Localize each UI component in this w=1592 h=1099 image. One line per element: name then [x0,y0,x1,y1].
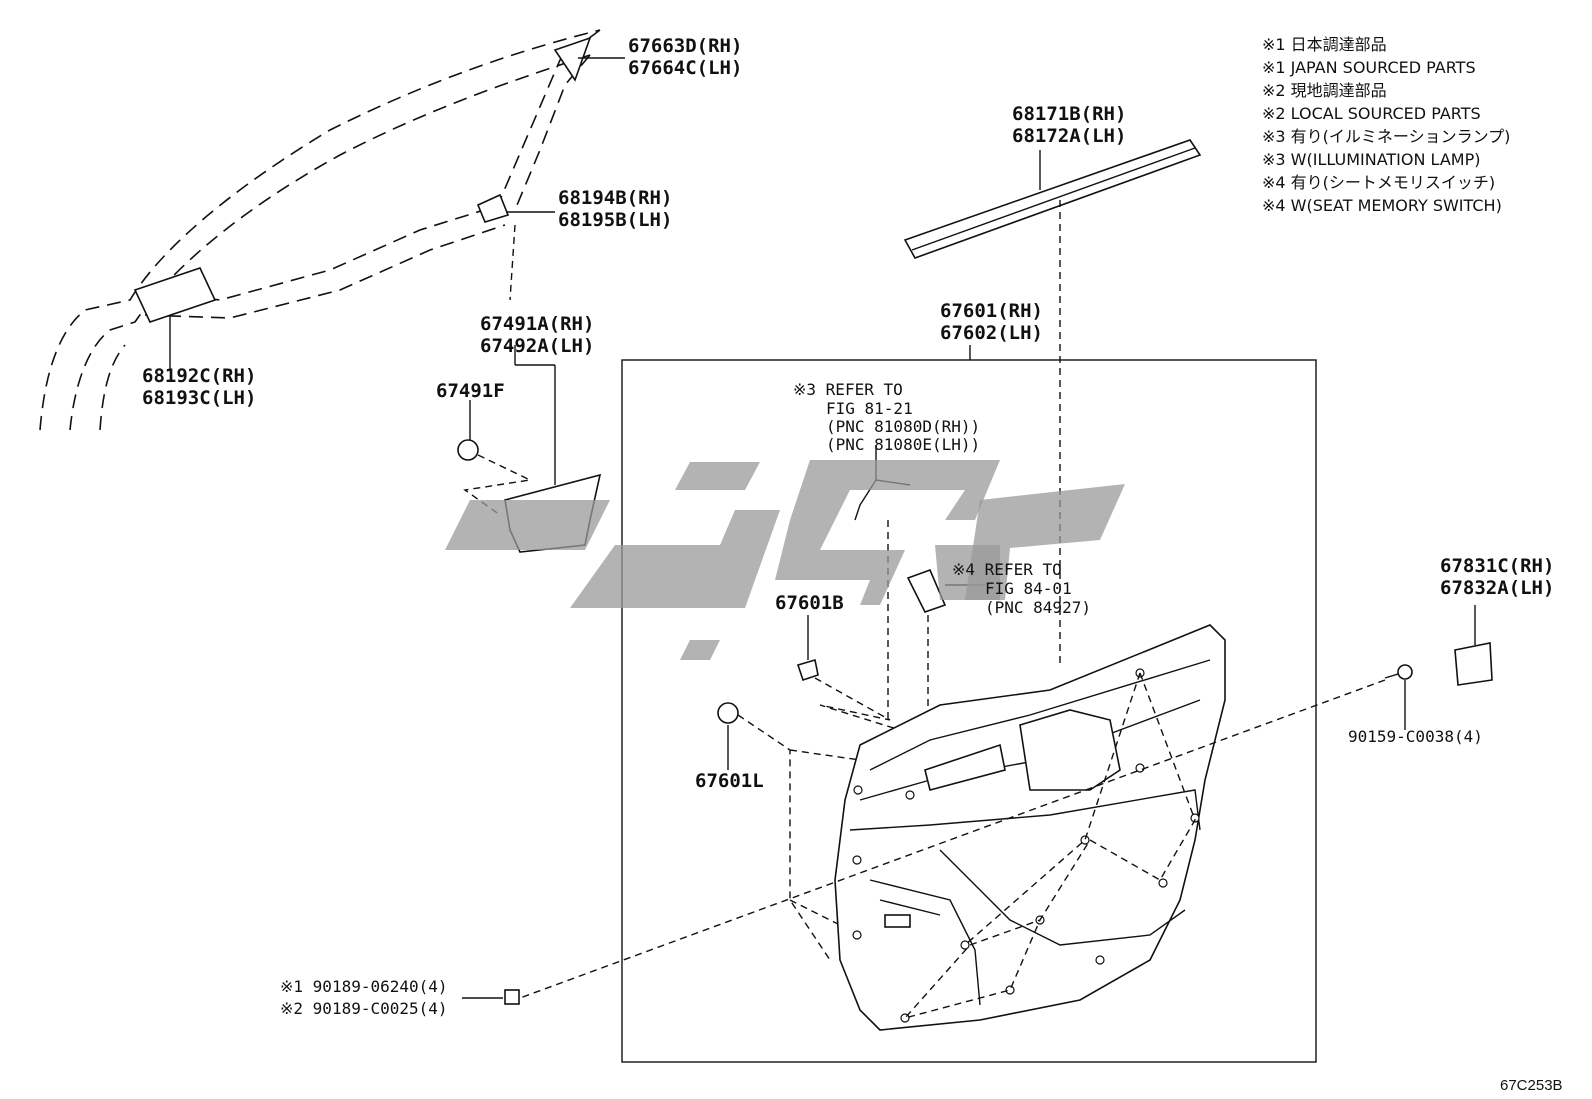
clip-68194 [476,193,510,223]
label-67663: 67663D(RH)67664C(LH) [628,35,742,79]
corner-piece-67663 [553,36,592,82]
clip-67601b [796,658,819,682]
bracket-68192 [133,267,217,323]
figure-code: 67C253B [1500,1077,1563,1094]
screw-90159 [1397,664,1413,680]
notes-legend: ※1 日本調達部品 ※1 JAPAN SOURCED PARTS ※2 現地調達… [1262,35,1515,215]
label-90159: 90159-C0038(4) [1348,727,1483,746]
label-68171: 68171B(RH)68172A(LH) [1012,103,1126,147]
door-trim-board [834,624,1226,1031]
cover-67831 [1454,642,1493,686]
label-67491: 67491A(RH)67492A(LH) [480,313,594,357]
door-frame-outline [39,29,601,431]
seat-memory-switch [906,568,947,613]
watermark-logo [445,460,1125,660]
label-68194: 68194B(RH)68195B(LH) [558,187,672,231]
label-67601b: 67601B [775,592,844,614]
trim-board-group-box [621,359,1317,1063]
label-67601l: 67601L [695,770,764,792]
clip-67601l [717,702,739,724]
label-68192: 68192C(RH)68193C(LH) [142,365,256,409]
label-67601: 67601(RH)67602(LH) [940,300,1043,344]
clip-90189 [504,989,520,1005]
label-90189: ※1 90189-06240(4)※2 90189-C0025(4) [280,977,448,1018]
label-67491f: 67491F [436,380,505,402]
label-67831: 67831C(RH)67832A(LH) [1440,555,1554,599]
clip-67491f [457,439,479,461]
